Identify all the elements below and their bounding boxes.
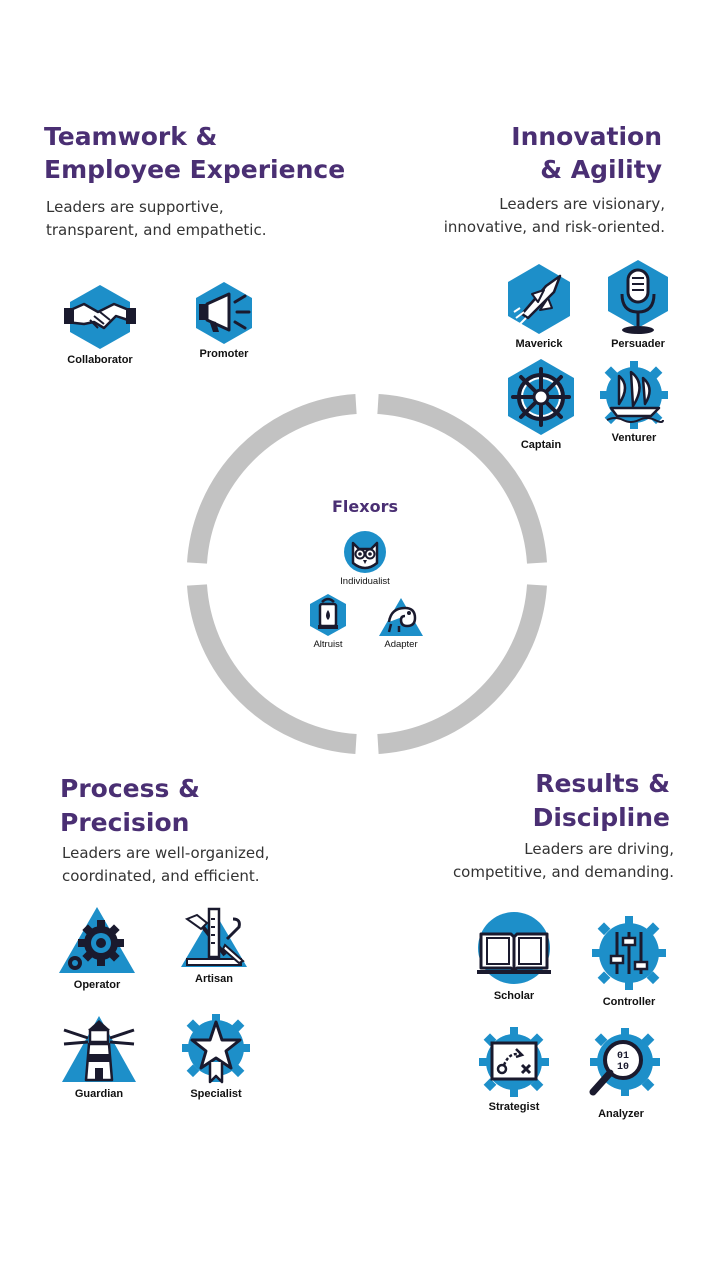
badge-strategist[interactable]: Strategist [466,1025,562,1113]
badge-artisan[interactable]: Artisan [166,905,262,985]
badge-venturer[interactable]: Venturer [586,360,682,444]
svg-text:01: 01 [617,1051,629,1062]
lantern-icon [310,594,346,636]
badge-promoter[interactable]: Promoter [176,280,272,360]
badge-label: Analyzer [598,1108,644,1120]
results-title: Results & Discipline [532,769,670,832]
sailboat-icon [600,361,668,429]
badge-label: Individualist [340,576,390,587]
tools-icon [181,907,247,967]
badge-label: Controller [602,996,656,1008]
badge-scholar[interactable]: Scholar [466,910,562,1002]
handshake-icon [64,285,136,349]
badge-adapter[interactable]: Adapter [366,596,436,650]
process-description: Leaders are well-organized, coordinated,… [62,844,270,885]
ship-wheel-icon [508,359,574,435]
badge-individualist[interactable]: Individualist [330,529,400,587]
chameleon-icon [379,598,423,636]
microphone-icon [608,260,668,334]
star-icon [182,1014,250,1084]
badge-collaborator[interactable]: Collaborator [52,282,148,366]
quadrant-ring [187,394,547,754]
badge-captain[interactable]: Captain [493,357,589,451]
owl-icon [344,531,386,573]
badge-label: Specialist [190,1088,242,1100]
badge-operator[interactable]: Operator [49,905,145,991]
results-description: Leaders are driving, competitive, and de… [452,840,674,881]
badge-label: Operator [73,979,121,991]
badge-analyzer[interactable]: 01 10 Analyzer [573,1026,669,1120]
badge-altruist[interactable]: Altruist [293,592,363,650]
gears-icon [59,907,135,973]
innovation-description: Leaders are visionary, innovative, and r… [443,195,665,236]
magnifier-binary-icon: 01 10 [589,1028,660,1096]
badge-label: Promoter [199,348,249,360]
badge-label: Guardian [74,1088,124,1100]
innovation-title: Innovation & Agility [511,122,662,184]
teamwork-description: Leaders are supportive, transparent, and… [46,198,267,239]
ring-segment-bottom-left [187,584,357,754]
badge-label: Altruist [313,639,343,650]
badge-label: Venturer [611,432,657,444]
badge-label: Strategist [488,1101,540,1113]
badge-label: Artisan [195,973,233,985]
badge-guardian[interactable]: Guardian [51,1012,147,1100]
badge-controller[interactable]: Controller [581,912,677,1008]
svg-text:10: 10 [617,1062,629,1073]
badge-label: Persuader [611,338,665,350]
teamwork-title: Teamwork & Employee Experience [44,122,346,184]
badge-label: Scholar [493,990,535,1002]
lighthouse-icon [62,1016,136,1082]
badge-label: Adapter [384,639,418,650]
badge-label: Maverick [515,338,563,350]
badge-specialist[interactable]: Specialist [168,1010,264,1100]
sliders-icon [592,916,666,990]
book-icon [477,912,551,984]
badge-maverick[interactable]: Maverick [491,262,587,350]
flexors-title: Flexors [332,497,398,516]
badge-label: Captain [520,439,562,451]
badge-persuader[interactable]: Persuader [590,258,686,350]
strategy-board-icon [479,1027,549,1097]
jet-icon [508,264,570,334]
megaphone-icon [196,282,252,344]
ring-segment-top-right [377,394,547,564]
ring-segment-bottom-right [377,584,547,754]
process-title: Process & Precision [60,774,200,837]
ring-segment-top-left [187,394,357,564]
badge-label: Collaborator [67,354,133,366]
